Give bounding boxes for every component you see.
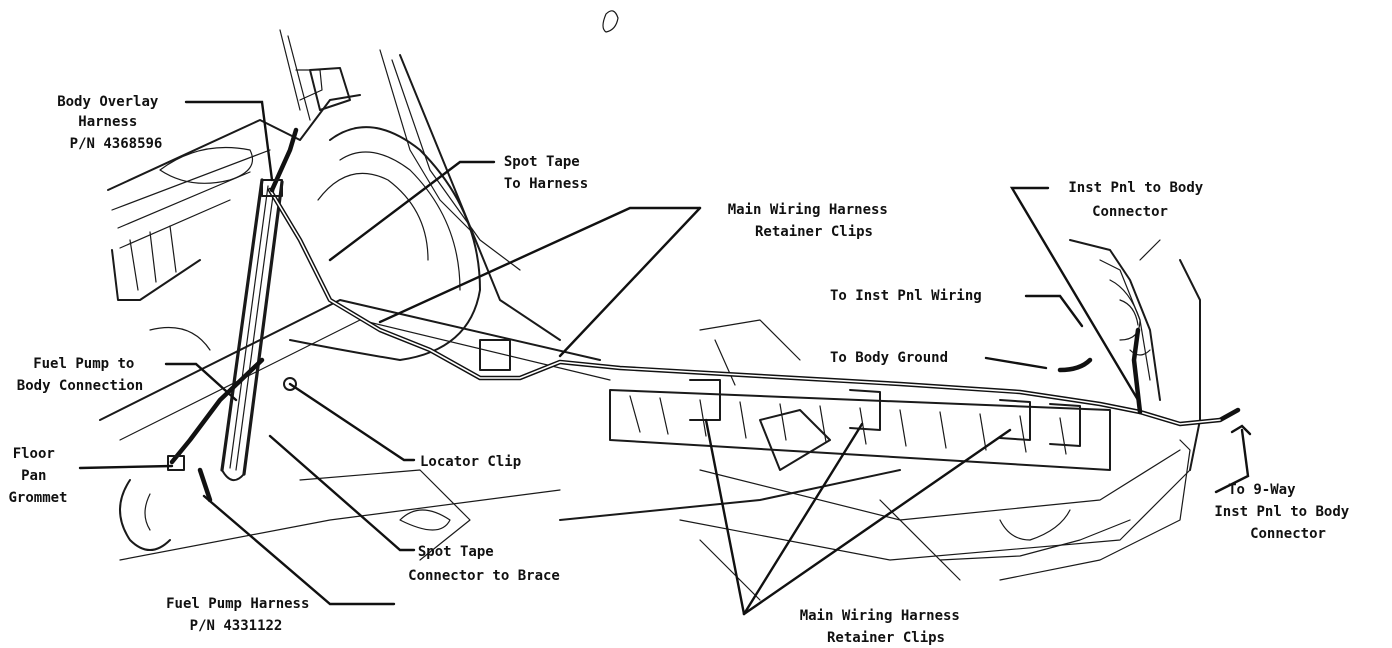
label-main-clips-top: Main Wiring Harness Retainer Clips [728,202,897,240]
label-to-9-way: To 9-Way Inst Pnl to Body Connector [1214,482,1357,542]
vehicle-body-illustration [99,10,1201,601]
label-to-body-ground: To Body Ground [830,350,948,366]
label-spot-tape-harness: Spot Tape To Harness [504,154,588,192]
leader-lines [78,100,1252,616]
label-body-overlay: Body Overlay Harness P/N 4368596 [57,94,167,152]
label-locator-clip: Locator Clip [420,454,521,470]
label-floor-pan-grommet: Floor Pan Grommet [8,446,67,506]
label-fuel-pump-harness: Fuel Pump Harness P/N 4331122 [166,596,318,634]
label-to-inst-pnl-wiring: To Inst Pnl Wiring [830,288,982,304]
label-inst-pnl-body-connector: Inst Pnl to Body Connector [1068,180,1211,220]
label-spot-tape-brace: Spot Tape Connector to Brace [408,544,560,584]
main-wiring-harness [167,127,1241,503]
label-main-clips-bottom: Main Wiring Harness Retainer Clips [800,608,969,646]
label-fuel-pump-body-connection: Fuel Pump to Body Connection [17,356,143,394]
callout-labels: Body Overlay Harness P/N 4368596 Spot Ta… [8,94,1357,646]
